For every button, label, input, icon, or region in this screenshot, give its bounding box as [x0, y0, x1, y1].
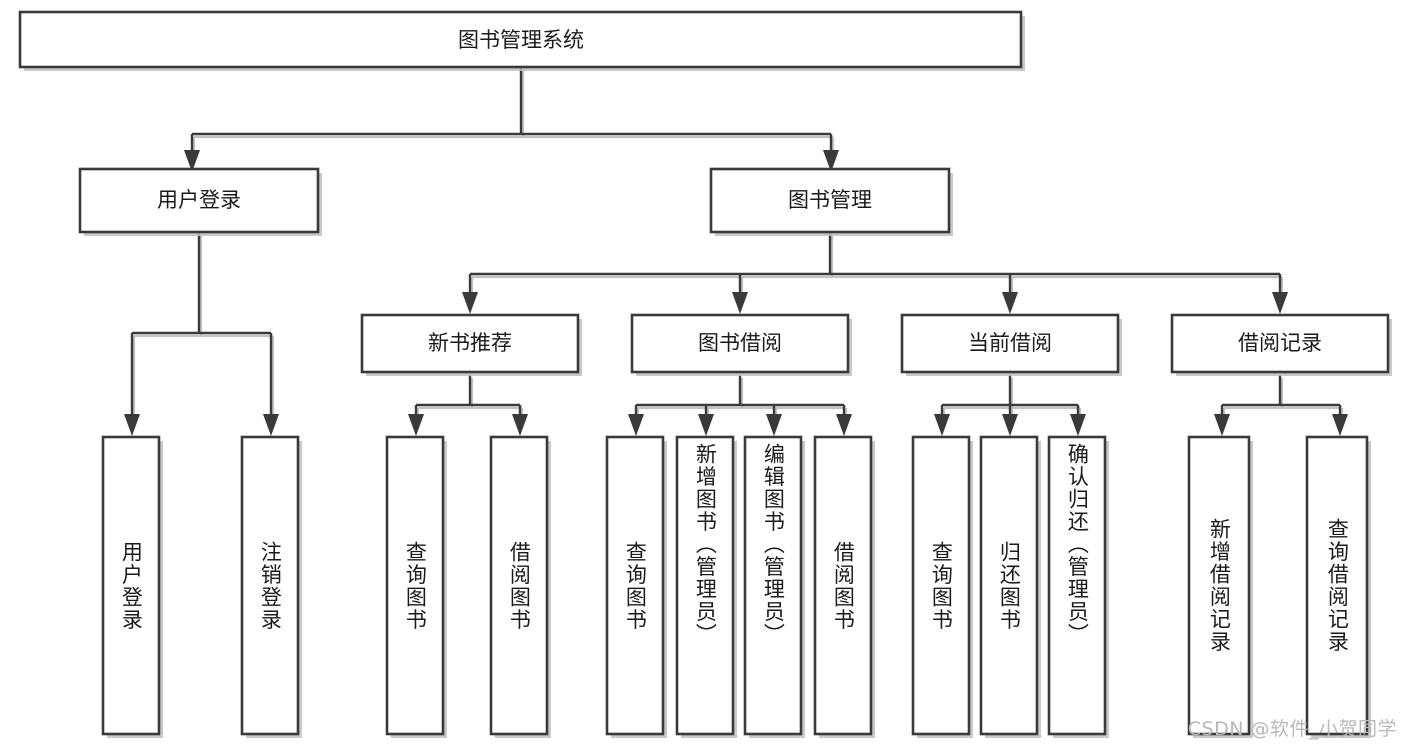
node-borrow-records-label: 借阅记录	[1238, 331, 1322, 355]
node-book-borrow[interactable]: 图书借阅	[630, 313, 852, 376]
watermark-text: CSDN @软件_小贺同学	[1187, 718, 1397, 740]
leaf-node[interactable]	[240, 435, 302, 738]
connector-borrow-to-leaves	[628, 375, 852, 436]
leaf-node[interactable]	[605, 435, 667, 738]
node-root[interactable]: 图书管理系统	[18, 10, 1025, 71]
node-user-login[interactable]: 用户登录	[78, 167, 322, 236]
leaf-node[interactable]	[1305, 435, 1371, 738]
node-borrow-records[interactable]: 借阅记录	[1170, 313, 1392, 376]
connector-root-to-level1	[184, 67, 839, 172]
leaf-node[interactable]	[101, 435, 163, 738]
connector-newbooks-to-leaves	[408, 375, 528, 436]
leaf-node[interactable]	[979, 435, 1041, 738]
connector-userlogin-to-leaves	[124, 232, 279, 436]
node-new-book-recommend-label: 新书推荐	[428, 331, 512, 355]
leaf-node[interactable]	[813, 435, 875, 738]
leaf-node[interactable]	[675, 435, 737, 738]
connector-current-to-leaves	[934, 375, 1086, 436]
node-user-login-label: 用户登录	[157, 188, 241, 212]
leaf-node[interactable]	[1187, 435, 1253, 738]
leaf-node[interactable]	[489, 435, 551, 738]
leaf-node[interactable]	[1047, 435, 1109, 738]
node-current-borrow[interactable]: 当前借阅	[900, 313, 1122, 376]
leaf-node[interactable]	[911, 435, 973, 738]
node-new-book-recommend[interactable]: 新书推荐	[360, 313, 582, 376]
connector-bookmgmt-to-level2	[462, 232, 1288, 314]
leaf-node[interactable]	[385, 435, 447, 738]
node-book-management-label: 图书管理	[788, 188, 872, 212]
connector-records-to-leaves	[1214, 375, 1348, 436]
leaf-node[interactable]	[743, 435, 805, 738]
node-book-borrow-label: 图书借阅	[698, 331, 782, 355]
connector-layer	[124, 67, 1348, 436]
node-root-label: 图书管理系统	[458, 28, 584, 52]
node-book-management[interactable]: 图书管理	[709, 167, 953, 236]
node-current-borrow-label: 当前借阅	[968, 331, 1052, 355]
